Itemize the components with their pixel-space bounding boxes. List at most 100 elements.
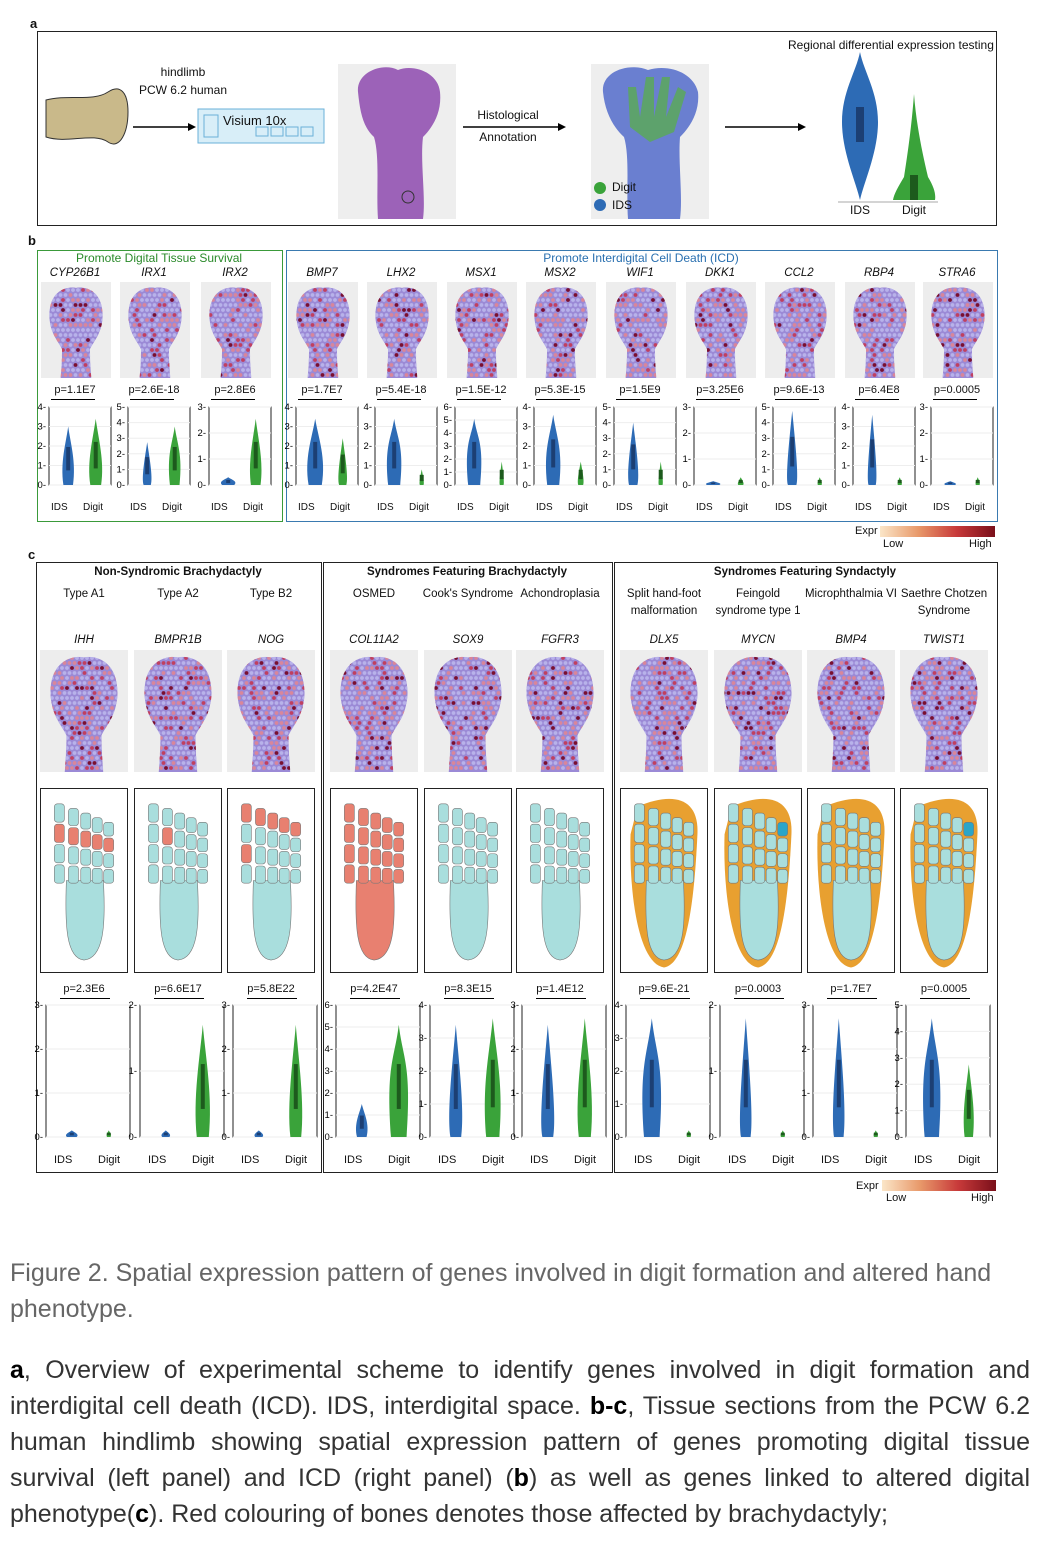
panel-c-group-1-frame bbox=[36, 562, 322, 1173]
y-tick-label: 0- bbox=[38, 480, 46, 491]
panel-c-group-2-frame bbox=[323, 562, 613, 1173]
c-violin-plot-9: 0-1-2-3-4-5- bbox=[895, 1000, 991, 1143]
x-label-ids: IDS bbox=[616, 502, 633, 513]
x-label-ids: IDS bbox=[54, 1154, 73, 1166]
cap-b: b bbox=[513, 1464, 529, 1492]
x-label-ids: IDS bbox=[148, 1154, 167, 1166]
y-tick-label: 0- bbox=[709, 1132, 717, 1143]
x-label-digit: Digit bbox=[807, 502, 828, 513]
tissue-section-5 bbox=[447, 282, 517, 378]
violin-plot-8: 0-1-2-3- bbox=[683, 402, 757, 491]
y-tick-label: 2- bbox=[603, 449, 611, 460]
legend-digit: Digit bbox=[612, 180, 637, 194]
gene-name-ccl2: CCL2 bbox=[784, 267, 814, 279]
y-tick-label: 3- bbox=[615, 1033, 623, 1044]
gene-name-bmpr1b: BMPR1B bbox=[154, 634, 202, 646]
y-tick-label: 2- bbox=[419, 1066, 427, 1077]
y-tick-label: 4- bbox=[615, 1000, 623, 1011]
result-title: Regional differential expression testing bbox=[788, 38, 994, 52]
p-value-bracket bbox=[377, 399, 421, 400]
p-value-0: p=1.1E7 bbox=[54, 384, 96, 396]
y-tick-label: 2- bbox=[523, 441, 531, 452]
c-violin-plot-3: 0-1-2-3-4-5-6- bbox=[325, 1000, 421, 1143]
x-label-digit: Digit bbox=[482, 1154, 505, 1166]
c-tissue-section-4 bbox=[424, 650, 512, 772]
gene-name-bmp4: BMP4 bbox=[835, 634, 867, 646]
y-tick-label: 5- bbox=[117, 402, 125, 413]
cap-a-text: , Overview of experimental scheme to ide… bbox=[10, 1356, 1030, 1420]
p-value-bracket bbox=[350, 998, 400, 999]
p-value-bracket bbox=[536, 399, 580, 400]
y-tick-label: 0- bbox=[842, 480, 850, 491]
c-tissue-section-7 bbox=[714, 650, 802, 772]
phenotype-label-5: Achondroplasia bbox=[520, 588, 600, 600]
y-tick-label: 0- bbox=[683, 480, 691, 491]
c-legend-gradient bbox=[882, 1180, 996, 1191]
p-value-bracket bbox=[640, 998, 690, 999]
y-tick-label: 3- bbox=[762, 433, 770, 444]
y-tick-label: 6- bbox=[325, 1000, 333, 1011]
panel-b-right-title: Promote Interdigital Cell Death (ICD) bbox=[543, 251, 739, 265]
x-label-digit: Digit bbox=[162, 502, 183, 513]
y-tick-label: 1- bbox=[35, 1088, 43, 1099]
foot-diagram-6 bbox=[620, 788, 708, 973]
cap-a: a bbox=[10, 1356, 24, 1384]
y-tick-label: 1- bbox=[117, 464, 125, 475]
x-label-ids: IDS bbox=[536, 502, 553, 513]
y-tick-label: 3- bbox=[511, 1000, 519, 1011]
gene-name-bmp7: BMP7 bbox=[306, 267, 338, 279]
y-tick-label: 0- bbox=[615, 1132, 623, 1143]
limb-shape bbox=[45, 88, 129, 145]
figure-caption-body: a, Overview of experimental scheme to id… bbox=[10, 1352, 1030, 1532]
panel-a-scheme bbox=[45, 52, 938, 219]
y-tick-label: 1- bbox=[364, 461, 372, 472]
foot-diagram-5 bbox=[516, 788, 604, 973]
y-tick-label: 4- bbox=[603, 418, 611, 429]
cap-c-text: ). Red colouring of bones denotes those … bbox=[149, 1500, 888, 1528]
x-label-digit: Digit bbox=[887, 502, 908, 513]
y-tick-label: 3- bbox=[920, 402, 928, 413]
gene-name-msx1: MSX1 bbox=[465, 267, 497, 279]
group-title-2: Syndromes Featuring Brachydactyly bbox=[366, 566, 568, 578]
panel-b-letter: b bbox=[28, 233, 36, 248]
c-violin-plot-7: 0-1-2- bbox=[709, 1000, 805, 1143]
b-legend-title: Expr bbox=[855, 525, 878, 537]
x-label-ids: IDS bbox=[457, 502, 474, 513]
phenotype-label-1: Type A2 bbox=[157, 588, 199, 600]
y-tick-label: 3- bbox=[523, 422, 531, 433]
gene-name-stra6: STRA6 bbox=[938, 267, 976, 279]
y-tick-label: 4- bbox=[523, 402, 531, 413]
x-label-ids: IDS bbox=[241, 1154, 260, 1166]
y-tick-label: 0- bbox=[325, 1132, 333, 1143]
y-tick-label: 2- bbox=[920, 428, 928, 439]
tissue-section-6 bbox=[526, 282, 596, 378]
figure-caption-title: Figure 2. Spatial expression pattern of … bbox=[10, 1259, 992, 1323]
violin-plot-4: 0-1-2-3-4- bbox=[364, 402, 438, 491]
phenotype-label-8: Microphthalmia VI bbox=[804, 588, 898, 600]
x-label-digit: Digit bbox=[965, 502, 986, 513]
p-value-bracket bbox=[457, 399, 501, 400]
p-value-bracket bbox=[298, 399, 342, 400]
violin-plot-9: 0-1-2-3-4-5- bbox=[762, 402, 836, 491]
x-label-ids: IDS bbox=[855, 502, 872, 513]
y-tick-label: 4- bbox=[285, 402, 293, 413]
c-tissue-section-6 bbox=[620, 650, 708, 772]
y-tick-label: 1- bbox=[920, 454, 928, 465]
x-label-digit: Digit bbox=[958, 1154, 981, 1166]
p-value-5: p=1.5E-12 bbox=[455, 384, 507, 396]
y-tick-label: 0- bbox=[285, 480, 293, 491]
foot-diagram-4 bbox=[424, 788, 512, 973]
gene-name-mycn: MYCN bbox=[741, 634, 775, 646]
y-tick-label: 1- bbox=[523, 461, 531, 472]
y-tick-label: 1- bbox=[285, 461, 293, 472]
panel-b-left-title: Promote Digital Tissue Survival bbox=[75, 251, 243, 265]
y-tick-label: 5- bbox=[444, 415, 452, 426]
y-tick-label: 0- bbox=[222, 1132, 230, 1143]
foot-diagram-7 bbox=[714, 788, 802, 973]
y-tick-label: 5- bbox=[895, 1000, 903, 1011]
y-tick-label: 0- bbox=[523, 480, 531, 491]
p-value-bracket bbox=[827, 998, 877, 999]
c-p-value-0: p=2.3E6 bbox=[63, 983, 105, 995]
y-tick-label: 2- bbox=[802, 1044, 810, 1055]
b-legend-gradient bbox=[880, 526, 995, 537]
